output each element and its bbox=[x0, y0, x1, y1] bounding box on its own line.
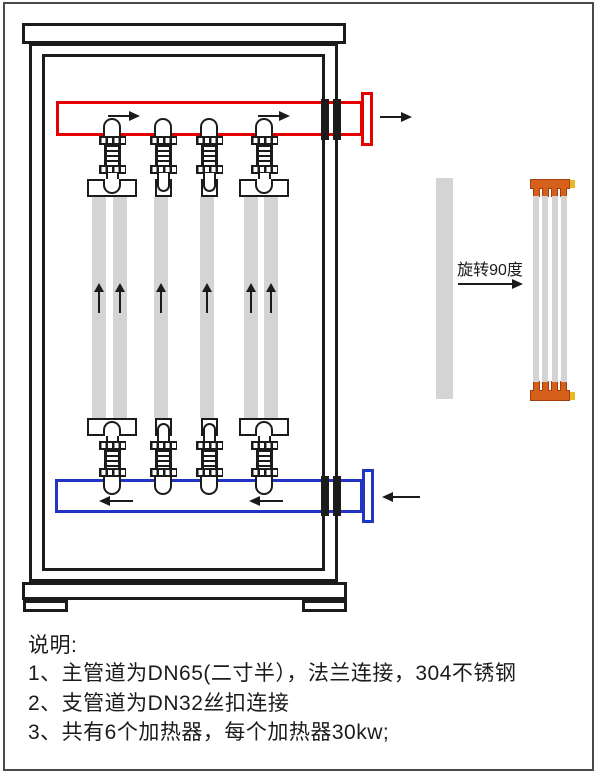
fitting-socket bbox=[103, 421, 121, 436]
return-inlet-arrow bbox=[393, 496, 420, 498]
fitting-thread bbox=[255, 145, 273, 166]
cabinet-base bbox=[22, 582, 347, 600]
element-tube bbox=[560, 196, 567, 382]
tube-flow-arrow bbox=[206, 291, 208, 313]
rotate-90-arrow bbox=[458, 283, 512, 285]
supply-flow-arrow bbox=[258, 115, 279, 117]
supply-flow-arrow bbox=[108, 115, 129, 117]
tube-flow-arrow bbox=[119, 291, 121, 313]
note-line-1: 1、主管道为DN65(二寸半），法兰连接，304不锈钢 bbox=[28, 662, 517, 685]
supply-flow-arrow-head bbox=[129, 110, 140, 121]
fitting-nut bbox=[149, 468, 177, 477]
supply-flange bbox=[361, 92, 373, 146]
fitting-thread bbox=[103, 145, 121, 166]
fitting-nut bbox=[149, 441, 177, 450]
fitting-socket bbox=[255, 421, 273, 436]
element-tube bbox=[542, 196, 549, 382]
tube-flow-arrow-head bbox=[156, 283, 166, 292]
supply-outlet-arrow-head bbox=[401, 111, 412, 122]
fitting-thread bbox=[154, 450, 172, 469]
fitting-cap bbox=[200, 477, 218, 495]
fitting-nut bbox=[195, 441, 223, 450]
fitting-socket bbox=[103, 179, 121, 194]
fitting-cap bbox=[255, 118, 273, 137]
rotate-90-arrow-head bbox=[512, 278, 523, 289]
fitting-neck bbox=[202, 173, 216, 180]
fitting-neck bbox=[105, 436, 119, 443]
rotate-90-label: 旋转90度 bbox=[457, 262, 523, 279]
supply-wall-seal-bar bbox=[333, 99, 341, 140]
fitting-neck bbox=[257, 173, 271, 180]
tube-flow-arrow bbox=[270, 291, 272, 313]
tube-flow-arrow bbox=[160, 291, 162, 313]
cabinet-foot-right bbox=[302, 600, 347, 612]
return-flow-arrow-head bbox=[249, 495, 260, 506]
fitting-neck bbox=[156, 173, 170, 180]
fitting-socket bbox=[156, 179, 170, 192]
fitting-thread bbox=[200, 145, 218, 166]
tube-flow-arrow-head bbox=[246, 283, 256, 292]
element-terminal-tip bbox=[569, 180, 575, 188]
element-prong bbox=[541, 381, 549, 391]
fitting-cap bbox=[255, 477, 273, 495]
fitting-socket bbox=[202, 423, 216, 436]
return-wall-seal-bar bbox=[321, 476, 329, 516]
fitting-cap bbox=[154, 118, 172, 137]
element-header-bottom bbox=[530, 390, 570, 401]
fitting-thread bbox=[200, 450, 218, 469]
supply-outlet-arrow bbox=[380, 116, 401, 118]
return-flow-arrow-head bbox=[99, 495, 110, 506]
element-prong bbox=[551, 381, 559, 391]
cabinet-foot-left bbox=[23, 600, 68, 612]
fitting-nut bbox=[149, 136, 177, 145]
return-flow-arrow bbox=[110, 500, 133, 502]
fitting-nut bbox=[98, 441, 126, 450]
fitting-neck bbox=[156, 436, 170, 443]
cabinet-top-cap bbox=[22, 23, 346, 44]
note-line-3: 3、共有6个加热器，每个加热器30kw; bbox=[28, 721, 390, 744]
fitting-nut bbox=[195, 468, 223, 477]
element-tube bbox=[533, 196, 539, 382]
fitting-cap bbox=[103, 118, 121, 137]
supply-wall-seal-bar bbox=[321, 99, 329, 140]
image-border-frame bbox=[3, 2, 594, 771]
return-inlet-arrow-head bbox=[382, 491, 393, 502]
fitting-cap bbox=[103, 477, 121, 495]
fitting-nut bbox=[250, 136, 278, 145]
tube-flow-arrow-head bbox=[94, 283, 104, 292]
tube-flow-arrow-head bbox=[202, 283, 212, 292]
fitting-nut bbox=[98, 468, 126, 477]
fitting-nut bbox=[250, 441, 278, 450]
fitting-socket bbox=[255, 179, 273, 194]
note-line-2: 2、支管道为DN32丝扣连接 bbox=[28, 692, 290, 715]
fitting-nut bbox=[98, 136, 126, 145]
fitting-neck bbox=[257, 436, 271, 443]
fitting-neck bbox=[105, 173, 119, 180]
fitting-neck bbox=[202, 436, 216, 443]
tube-flow-arrow-head bbox=[115, 283, 125, 292]
element-terminal-tip bbox=[569, 392, 575, 400]
supply-flow-arrow-head bbox=[279, 110, 290, 121]
return-flange bbox=[362, 469, 374, 523]
fitting-cap bbox=[154, 477, 172, 495]
tube-flow-arrow bbox=[98, 291, 100, 313]
return-wall-seal-bar bbox=[333, 476, 341, 516]
fitting-thread bbox=[255, 450, 273, 469]
fitting-thread bbox=[103, 450, 121, 469]
heater-side-view-tube bbox=[436, 178, 453, 399]
element-tube bbox=[551, 196, 558, 382]
fitting-socket bbox=[202, 179, 216, 192]
tube-flow-arrow bbox=[250, 291, 252, 313]
fitting-cap bbox=[200, 118, 218, 137]
return-flow-arrow bbox=[260, 500, 283, 502]
element-prong bbox=[560, 381, 568, 391]
notes-heading: 说明: bbox=[28, 634, 78, 657]
fitting-nut bbox=[195, 136, 223, 145]
fitting-thread bbox=[154, 145, 172, 166]
tube-flow-arrow-head bbox=[266, 283, 276, 292]
fitting-nut bbox=[250, 468, 278, 477]
element-prong bbox=[532, 381, 540, 391]
fitting-socket bbox=[156, 423, 170, 436]
